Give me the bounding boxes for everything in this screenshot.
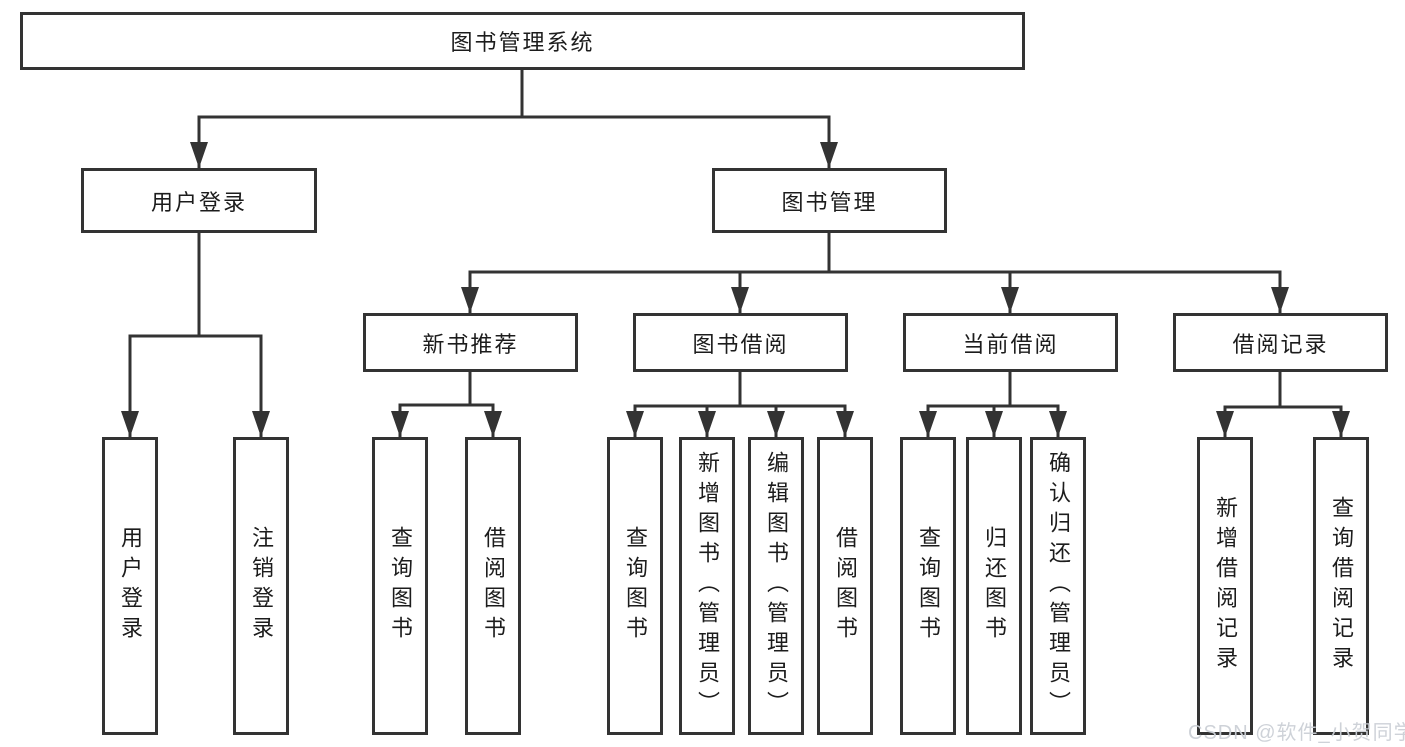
node-label: 借阅记录 [1232, 331, 1329, 357]
leaf-confirm-return-admin: 确认归还（管理员） [1030, 437, 1086, 735]
leaf-user-login: 用户登录 [102, 437, 158, 735]
leaf-add-borrow-record: 新增借阅记录 [1197, 437, 1253, 735]
leaf-borrow-books-recommend: 借阅图书 [465, 437, 521, 735]
node-label: 图书管理系统 [450, 30, 595, 55]
leaf-label: 注销登录 [249, 526, 274, 646]
leaf-label: 编辑图书（管理员） [764, 451, 789, 721]
connector-lines [128, 68, 1343, 439]
leaf-label: 查询图书 [916, 526, 941, 646]
arrowheads [121, 142, 1350, 437]
node-label: 图书借阅 [692, 331, 789, 357]
node-root-library-system: 图书管理系统 [20, 12, 1025, 70]
node-book-borrowing: 图书借阅 [633, 313, 848, 372]
node-book-management: 图书管理 [712, 168, 947, 233]
node-label: 用户登录 [150, 189, 247, 215]
leaf-label: 新增借阅记录 [1213, 496, 1238, 676]
node-user-login: 用户登录 [81, 168, 317, 233]
leaf-query-borrow-record: 查询借阅记录 [1313, 437, 1369, 735]
watermark: CSDN @软件_小贺同学 [1188, 722, 1405, 744]
leaf-edit-books-admin: 编辑图书（管理员） [748, 437, 804, 735]
leaf-label: 查询图书 [623, 526, 648, 646]
node-label: 新书推荐 [422, 331, 519, 357]
node-label: 图书管理 [781, 189, 878, 215]
leaf-label: 确认归还（管理员） [1046, 451, 1071, 721]
node-new-book-recommend: 新书推荐 [363, 313, 578, 372]
node-borrowing-records: 借阅记录 [1173, 313, 1388, 372]
leaf-query-books-current: 查询图书 [900, 437, 956, 735]
leaf-logout: 注销登录 [233, 437, 289, 735]
node-current-borrowing: 当前借阅 [903, 313, 1118, 372]
leaf-label: 归还图书 [982, 526, 1007, 646]
leaf-label: 查询借阅记录 [1329, 496, 1354, 676]
leaf-label: 查询图书 [388, 526, 413, 646]
leaf-label: 用户登录 [118, 526, 143, 646]
leaf-label: 借阅图书 [833, 526, 858, 646]
leaf-label: 新增图书（管理员） [695, 451, 720, 721]
leaf-return-books: 归还图书 [966, 437, 1022, 735]
leaf-query-books-recommend: 查询图书 [372, 437, 428, 735]
node-label: 当前借阅 [962, 331, 1059, 357]
leaf-label: 借阅图书 [481, 526, 506, 646]
leaf-query-books-borrow: 查询图书 [607, 437, 663, 735]
leaf-borrow-books: 借阅图书 [817, 437, 873, 735]
leaf-add-books-admin: 新增图书（管理员） [679, 437, 735, 735]
